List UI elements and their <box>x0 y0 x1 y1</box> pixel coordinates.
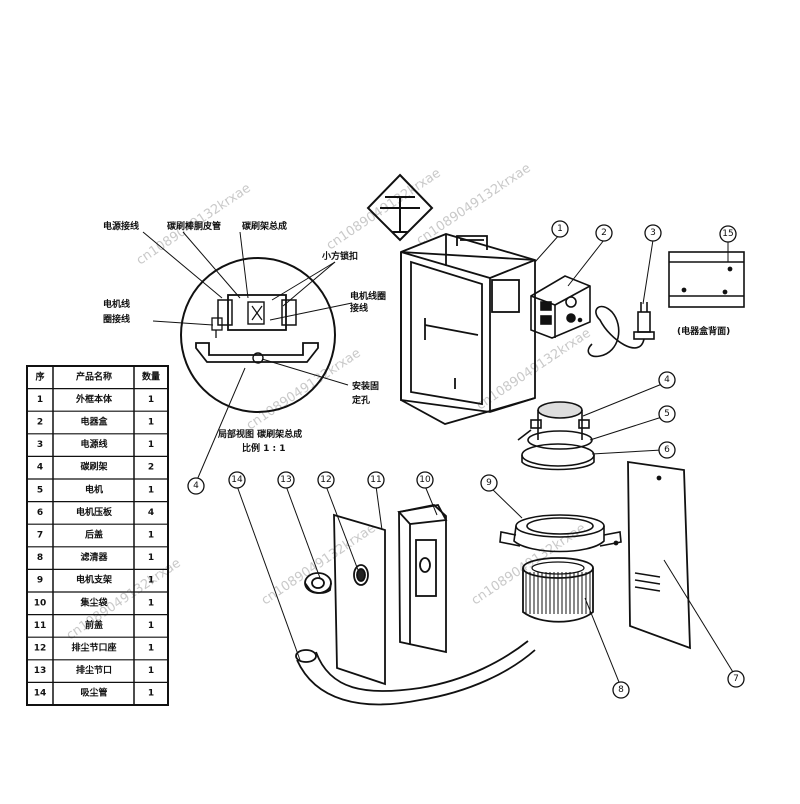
table-cell: 1 <box>148 553 154 563</box>
table-cell: 1 <box>148 666 154 676</box>
part-suction-hose <box>295 640 536 706</box>
table-cell: 集尘袋 <box>79 596 108 608</box>
table-cell: 前盖 <box>85 619 103 631</box>
table-cell: 12 <box>34 644 47 654</box>
detail-caption: 局部视图 碳刷架总成 <box>218 428 302 440</box>
table-cell: 2 <box>148 463 154 473</box>
label-mount-hole: 安装固 <box>352 380 379 392</box>
table-cell: 1 <box>148 395 154 405</box>
label-carbon-brush-assembly: 碳刷架总成 <box>242 220 287 232</box>
part-dust-bag <box>397 503 448 654</box>
watermark-text: cn1089049132krxae <box>474 326 594 414</box>
table-cell: 2 <box>37 418 43 428</box>
detail-scale: 比例 1 : 1 <box>242 442 286 454</box>
part-front-cover <box>333 513 386 686</box>
callout-8: 8 <box>618 685 624 695</box>
callout-13: 13 <box>280 475 291 485</box>
table-cell: 滤清器 <box>80 551 108 563</box>
table-cell: 电机 <box>85 483 103 495</box>
table-cell: 5 <box>37 485 43 495</box>
table-cell: 后盖 <box>85 529 103 541</box>
callout-3: 3 <box>650 228 656 238</box>
table-cell: 7 <box>37 531 43 541</box>
callout-1: 1 <box>557 224 563 234</box>
back-panel-caption: (电器盒背面) <box>677 325 730 337</box>
callout-5: 5 <box>664 409 670 419</box>
callout-4: 4 <box>664 375 670 385</box>
part-box-back-panel <box>668 251 745 308</box>
table-cell: 电源线 <box>80 438 107 450</box>
callout-4-detail: 4 <box>193 481 199 491</box>
table-header-cell: 数量 <box>142 370 160 382</box>
table-cell: 14 <box>34 689 47 699</box>
callout-15: 15 <box>722 229 733 239</box>
callout-14: 14 <box>231 475 243 485</box>
callout-7: 7 <box>733 674 739 684</box>
table-cell: 1 <box>148 485 154 495</box>
watermarks: cn1089049132krxae cn1089049132krxae cn10… <box>64 161 594 644</box>
table-header-cell: 产品名称 <box>76 370 112 382</box>
table-cell: 4 <box>37 463 43 473</box>
label-motor-wire: 圈接线 <box>103 313 130 325</box>
label-carbon-brush-sheath: 碳刷棒胴皮管 <box>167 220 221 232</box>
table-cell: 1 <box>148 418 154 428</box>
part-filter <box>522 557 594 623</box>
part-dust-outlet <box>304 572 332 594</box>
table-cell: 1 <box>148 531 154 541</box>
table-cell: 电器盒 <box>80 416 108 428</box>
table-cell: 8 <box>37 553 43 563</box>
table-cell: 外框本体 <box>75 393 113 405</box>
table-cell: 吸尘管 <box>80 687 107 699</box>
callouts: 1 2 3 15 4 5 6 4 14 13 12 11 10 9 8 7 <box>187 220 745 699</box>
table-cell: 排尘节口 <box>76 664 112 676</box>
callout-leaders <box>236 233 737 688</box>
part-motor-bracket <box>499 514 622 553</box>
label-motor-coil: 电机线圈 <box>350 290 386 302</box>
table-header-cell: 序 <box>35 370 44 382</box>
table-cell: 排尘节口座 <box>71 642 116 654</box>
detail-view-carbon-brush: 电源接线 碳刷棒胴皮管 碳刷架总成 小方锁扣 电机线圈 接线 电机线 圈接线 安… <box>103 220 386 481</box>
label-small-square-buckle: 小方锁扣 <box>321 250 358 262</box>
callout-6: 6 <box>664 445 670 455</box>
table-cell: 1 <box>148 576 154 586</box>
table-cell: 1 <box>148 689 154 699</box>
callout-9: 9 <box>486 478 492 488</box>
table-cell: 1 <box>37 395 43 405</box>
part-rear-cover <box>613 460 691 650</box>
label-mount-hole: 定孔 <box>351 394 370 406</box>
table-cell: 4 <box>148 508 154 518</box>
top-view-symbol <box>366 173 434 242</box>
label-motor-coil: 接线 <box>350 302 368 314</box>
callout-12: 12 <box>320 475 331 485</box>
table-cell: 6 <box>37 508 43 518</box>
part-frame-body <box>400 233 536 425</box>
table-cell: 3 <box>37 440 43 450</box>
table-cell: 13 <box>34 666 47 676</box>
part-power-cord <box>587 302 655 358</box>
callout-10: 10 <box>419 475 431 485</box>
label-motor-wire: 电机线 <box>103 298 130 310</box>
table-cell: 1 <box>148 598 154 608</box>
table-cell: 1 <box>148 440 154 450</box>
table-cell: 10 <box>34 598 47 608</box>
table-cell: 9 <box>37 576 43 586</box>
watermark-text: cn1089049132krxae <box>244 346 364 434</box>
table-cell: 1 <box>148 644 154 654</box>
part-motor <box>517 401 595 471</box>
table-cell: 电机压板 <box>76 506 113 518</box>
table-cell: 碳刷架 <box>80 461 107 473</box>
part-electrical-box <box>530 275 591 339</box>
label-power-wire: 电源接线 <box>103 220 139 232</box>
table-cell: 电机支架 <box>76 574 112 586</box>
table-cell: 1 <box>148 621 154 631</box>
callout-11: 11 <box>370 475 381 485</box>
callout-2: 2 <box>601 228 607 238</box>
table-cell: 11 <box>34 621 47 631</box>
